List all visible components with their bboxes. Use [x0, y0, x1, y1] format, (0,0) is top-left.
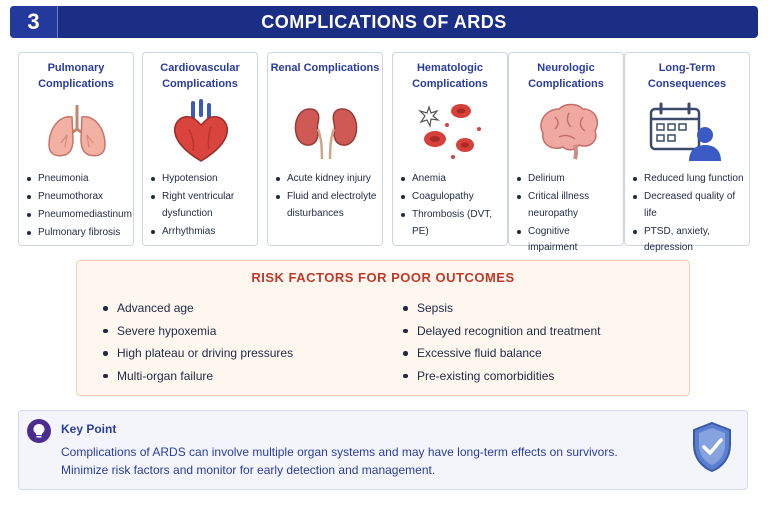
card-pulmonary: Pulmonary Complications Pneumonia Pneumo… [18, 52, 134, 246]
card-renal: Renal Complications Acute kidney injury … [267, 52, 383, 246]
list-item: Excessive fluid balance [403, 342, 683, 365]
list-item: PTSD, anxiety, depression [633, 224, 747, 257]
calendar-person-icon [649, 102, 721, 161]
card-title: Pulmonary Complications [38, 62, 114, 90]
risk-list-left: Advanced age Severe hypoxemia High plate… [103, 297, 383, 387]
list-item: Fluid and electrolyte disturbances [276, 189, 380, 222]
card-title: Cardiovascular Complications [160, 62, 240, 90]
list-item: Decreased quality of life [633, 189, 747, 222]
list-item: Advanced age [103, 297, 383, 320]
list-item: Hypotension [151, 171, 255, 188]
kidneys-icon [294, 108, 358, 160]
brain-icon [540, 103, 599, 160]
list-item: Delayed recognition and treatment [403, 320, 683, 343]
card-title: Renal Complications [270, 62, 380, 74]
card-title: Long-Term Consequences [647, 62, 727, 90]
list-item: Sepsis [403, 297, 683, 320]
page-title: COMPLICATIONS OF ARDS [261, 11, 507, 32]
lightbulb-icon [27, 419, 51, 443]
card-list: Anemia Coagulopathy Thrombosis (DVT, PE) [401, 171, 505, 242]
list-item: Reduced lung function [633, 171, 747, 188]
list-item: Pulmonary fibrosis [27, 225, 131, 242]
list-item: Delirium [517, 171, 621, 188]
list-item: Pneumomediastinum [27, 207, 132, 224]
heart-icon [173, 99, 229, 162]
list-item: Right ventricular dysfunction [151, 189, 255, 222]
list-item: Pre-existing comorbidities [403, 365, 683, 388]
section-number: 3 [10, 6, 58, 38]
lungs-icon [48, 105, 106, 157]
key-point-box: Key Point Complications of ARDS can invo… [18, 410, 748, 490]
list-item: Thrombosis (DVT, PE) [401, 207, 505, 240]
card-title: Neurologic Complications [528, 62, 604, 90]
list-item: Acute kidney injury [276, 171, 380, 188]
shield-check-icon [693, 421, 731, 473]
card-hematologic: Hematologic Complications Anemia Coagulo… [392, 52, 508, 246]
list-item: Pneumothorax [27, 189, 131, 206]
list-item: Coagulopathy [401, 189, 505, 206]
complication-cards: Pulmonary Complications Pneumonia Pneumo… [18, 52, 750, 253]
list-item: Multi-organ failure [103, 365, 383, 388]
card-neurologic: Neurologic Complications Delirium Critic… [508, 52, 624, 253]
section-header: 3 COMPLICATIONS OF ARDS [10, 6, 758, 38]
blood-cells-icon [417, 104, 481, 159]
card-list: Pneumonia Pneumothorax Pneumomediastinum… [27, 171, 132, 243]
list-item: Critical illness neuropathy [517, 189, 621, 222]
list-item: High plateau or driving pressures [103, 342, 383, 365]
list-item: Anemia [401, 171, 505, 188]
card-title: Hematologic Complications [412, 62, 488, 90]
list-item: Severe hypoxemia [103, 320, 383, 343]
list-item: Cognitive impairment [517, 224, 621, 257]
key-point-text: Complications of ARDS can involve multip… [61, 445, 618, 477]
card-cardiovascular: Cardiovascular Complications Hypotension… [142, 52, 258, 246]
card-list: Delirium Critical illness neuropathy Cog… [517, 171, 621, 258]
list-item: Pneumonia [27, 171, 131, 188]
card-list: Acute kidney injury Fluid and electrolyt… [276, 171, 380, 224]
card-list: Reduced lung function Decreased quality … [633, 171, 747, 258]
list-item: Arrhythmias [151, 224, 255, 241]
key-point-title: Key Point [61, 422, 117, 436]
card-long-term: Long-Term Consequences Reduced lung func… [624, 52, 750, 253]
risk-list-right: Sepsis Delayed recognition and treatment… [403, 297, 683, 387]
risk-title: RISK FACTORS FOR POOR OUTCOMES [251, 270, 515, 285]
risk-factors-box: RISK FACTORS FOR POOR OUTCOMES Advanced … [76, 260, 690, 396]
card-list: Hypotension Right ventricular dysfunctio… [151, 171, 255, 242]
